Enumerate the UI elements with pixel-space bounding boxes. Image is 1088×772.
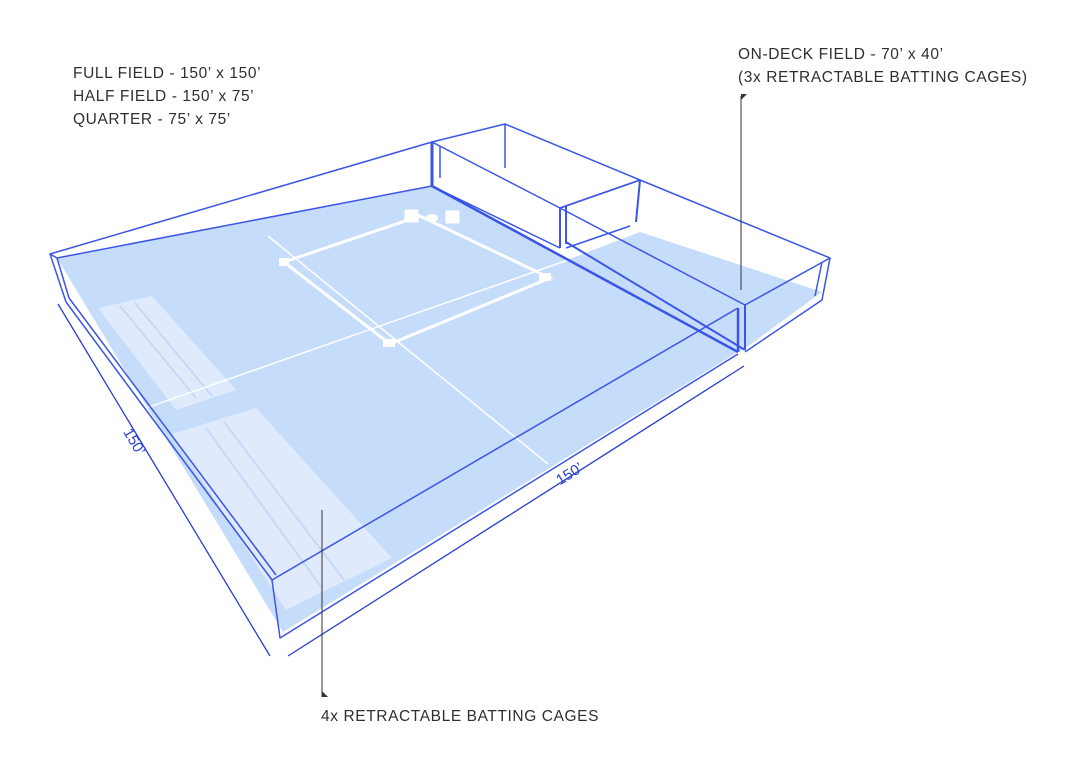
label-on-deck-cages: (3x RETRACTABLE BATTING CAGES)	[738, 69, 1028, 86]
label-quarter-field: QUARTER - 75’ x 75’	[73, 111, 231, 128]
batting-cage-lane-1	[98, 296, 236, 410]
label-batting-cages: 4x RETRACTABLE BATTING CAGES	[321, 708, 600, 725]
on-deck-field-floor	[562, 232, 822, 352]
enclosure-outlines	[49, 123, 831, 639]
dimension-left: 150’	[119, 425, 148, 458]
batting-cage-lanes	[98, 296, 392, 610]
leader-lines	[321, 96, 742, 697]
label-full-field: FULL FIELD - 150’ x 150’	[73, 65, 262, 82]
leader-marker-bottom	[322, 691, 328, 697]
label-on-deck-field: ON-DECK FIELD - 70’ x 40’	[738, 46, 944, 63]
label-half-field: HALF FIELD - 150’ x 75’	[73, 88, 255, 105]
leader-marker-top	[741, 94, 747, 100]
dimension-lines	[57, 303, 745, 657]
field-markings	[111, 209, 569, 465]
